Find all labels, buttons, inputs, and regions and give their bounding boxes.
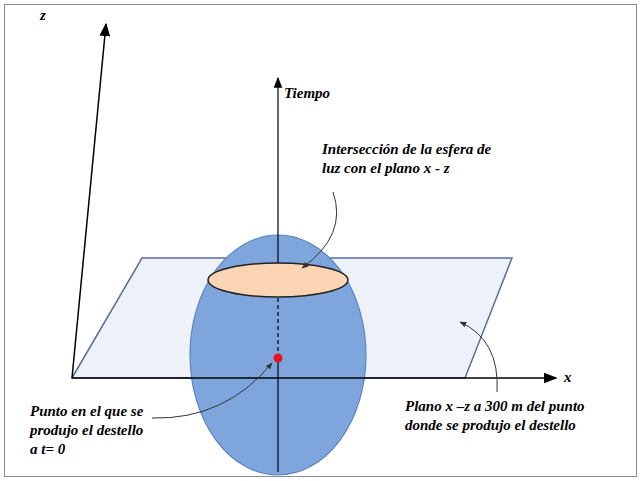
callout-text: Intersección de la esfera de luz con el … [322,140,500,178]
time-axis-lower [277,360,278,472]
z-axis [72,24,106,378]
axis-label: z [40,6,70,25]
axis-label: x [564,368,594,387]
callout-text: Plano x –z a 300 m del punto donde se pr… [405,397,593,435]
axis-label: Tiempo [284,84,374,103]
leader-line [460,322,497,392]
leader-line [302,192,337,268]
light-sphere [190,235,366,475]
callout-text: Punto en el que se produjo el destello a… [30,402,146,459]
frame [5,5,637,477]
intersection-ellipse [208,263,348,297]
x-axis [72,377,556,379]
flash-point [274,354,283,363]
leader-line [152,363,272,418]
time-axis-upper [277,78,278,263]
